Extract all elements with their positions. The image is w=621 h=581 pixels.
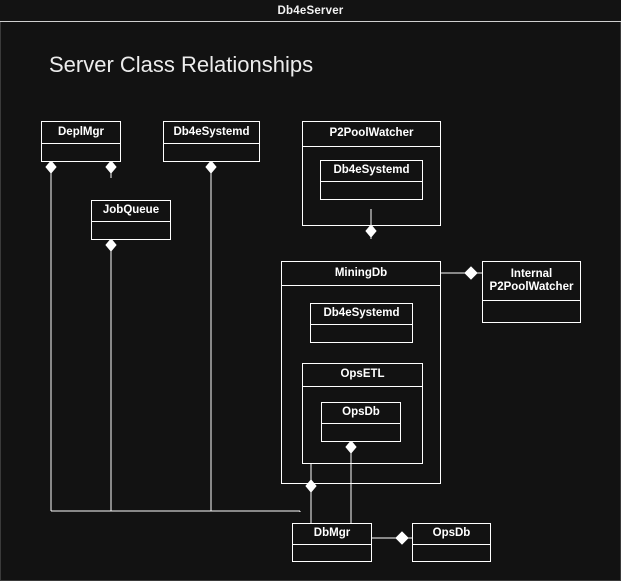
class-box-miningdb-db4esystemd[interactable]: Db4eSystemd [310,303,413,343]
class-members-dbmgr [293,545,371,561]
diamond-deplmgr-jobqueue [105,160,117,174]
diamond-opsdb-dbmgr [345,440,357,454]
class-box-opsetl[interactable]: OpsETL [302,363,423,464]
class-box-db4esystemd[interactable]: Db4eSystemd [163,121,260,162]
diamond-deplmgr-dbmgr [45,160,57,174]
window-title: Db4eServer [277,4,344,17]
diamond-jobqueue-dbmgr [105,238,117,252]
diamond-db4esystemd-dbmgr [205,160,217,174]
class-name-miningdb-db4esystemd: Db4eSystemd [311,304,412,325]
class-members-jobqueue [92,222,170,239]
window-titlebar: Db4eServer [0,0,621,22]
class-members-p2poolwatcher-db4esystemd [321,182,422,199]
class-name-dbmgr: DbMgr [293,524,371,545]
class-box-p2poolwatcher-db4esystemd[interactable]: Db4eSystemd [320,160,423,200]
class-name-miningdb: MiningDb [282,262,440,286]
diamond-miningdb-internal-p2pw [464,266,478,280]
class-box-deplmgr[interactable]: DeplMgr [41,121,121,162]
diagram-canvas[interactable]: Server Class Relationships [0,22,621,581]
diamond-p2poolwatcher-miningdb [365,224,377,238]
class-members-miningdb-db4esystemd [311,325,412,342]
class-box-dbmgr[interactable]: DbMgr [292,523,372,562]
class-name-p2poolwatcher-db4esystemd: Db4eSystemd [321,161,422,182]
class-name-deplmgr: DeplMgr [42,122,120,144]
class-name-p2poolwatcher: P2PoolWatcher [303,122,440,147]
diamond-dbmgr-opsdb [395,531,409,545]
class-name-opsetl-opsdb: OpsDb [322,403,400,424]
class-box-p2poolwatcher[interactable]: P2PoolWatcher [302,121,441,226]
diagram-title: Server Class Relationships [49,52,314,77]
class-name-db4esystemd: Db4eSystemd [164,122,259,144]
class-box-jobqueue[interactable]: JobQueue [91,200,171,240]
class-name-opsetl: OpsETL [303,364,422,387]
class-box-miningdb[interactable]: MiningDb [281,261,441,484]
class-name-internal-p2poolwatcher: Internal P2PoolWatcher [483,262,580,301]
class-members-opsdb [413,545,490,561]
class-name-opsdb: OpsDb [413,524,490,545]
class-members-internal-p2poolwatcher [483,301,580,322]
class-box-opsetl-opsdb[interactable]: OpsDb [321,402,401,442]
class-box-internal-p2poolwatcher[interactable]: Internal P2PoolWatcher [482,261,581,323]
class-members-deplmgr [42,144,120,161]
class-box-opsdb[interactable]: OpsDb [412,523,491,562]
class-name-jobqueue: JobQueue [92,201,170,222]
class-members-opsetl-opsdb [322,424,400,441]
class-members-db4esystemd [164,144,259,161]
